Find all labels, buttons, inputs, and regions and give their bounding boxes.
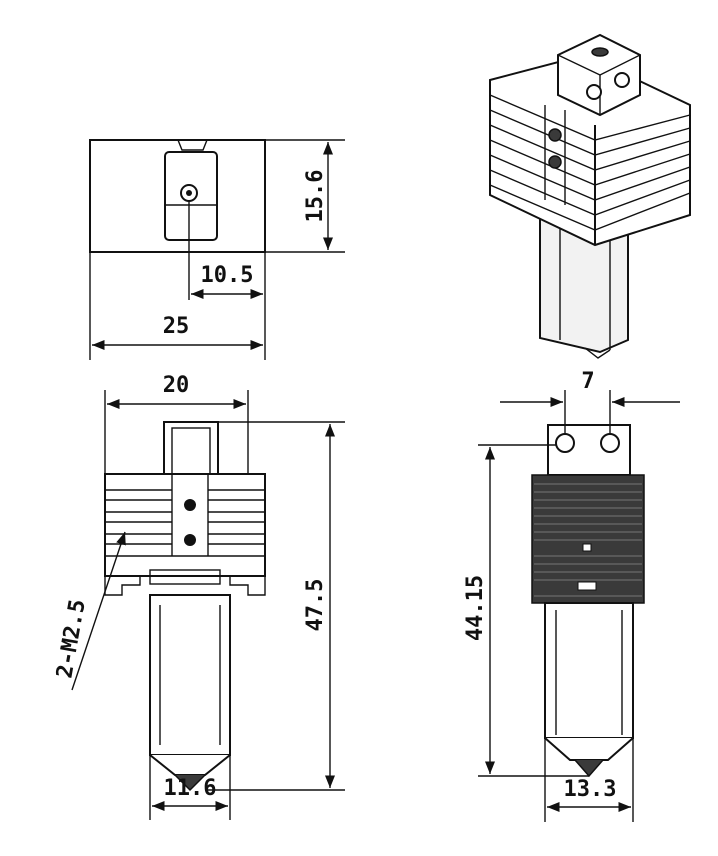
top-view: 15.6 10.5 25 bbox=[89, 139, 345, 360]
dim-top-height: 15.6 bbox=[303, 170, 328, 223]
isometric-view bbox=[489, 33, 691, 359]
thread-callout: 2-M2.5 bbox=[52, 598, 90, 681]
dim-nozzle-front-width: 11.6 bbox=[164, 776, 217, 801]
dim-top-width: 25 bbox=[163, 314, 190, 339]
dim-front-height: 47.5 bbox=[303, 579, 328, 632]
front-view: 20 47.5 2-M2.5 11.6 bbox=[52, 373, 345, 820]
dim-front-width: 20 bbox=[163, 373, 190, 398]
side-view: 7 44.15 13.3 bbox=[463, 369, 680, 822]
dim-top-offset: 10.5 bbox=[201, 263, 254, 288]
dim-side-hole-spacing: 7 bbox=[581, 369, 594, 394]
dim-nozzle-side-width: 13.3 bbox=[564, 777, 617, 802]
dim-side-height: 44.15 bbox=[463, 575, 488, 641]
